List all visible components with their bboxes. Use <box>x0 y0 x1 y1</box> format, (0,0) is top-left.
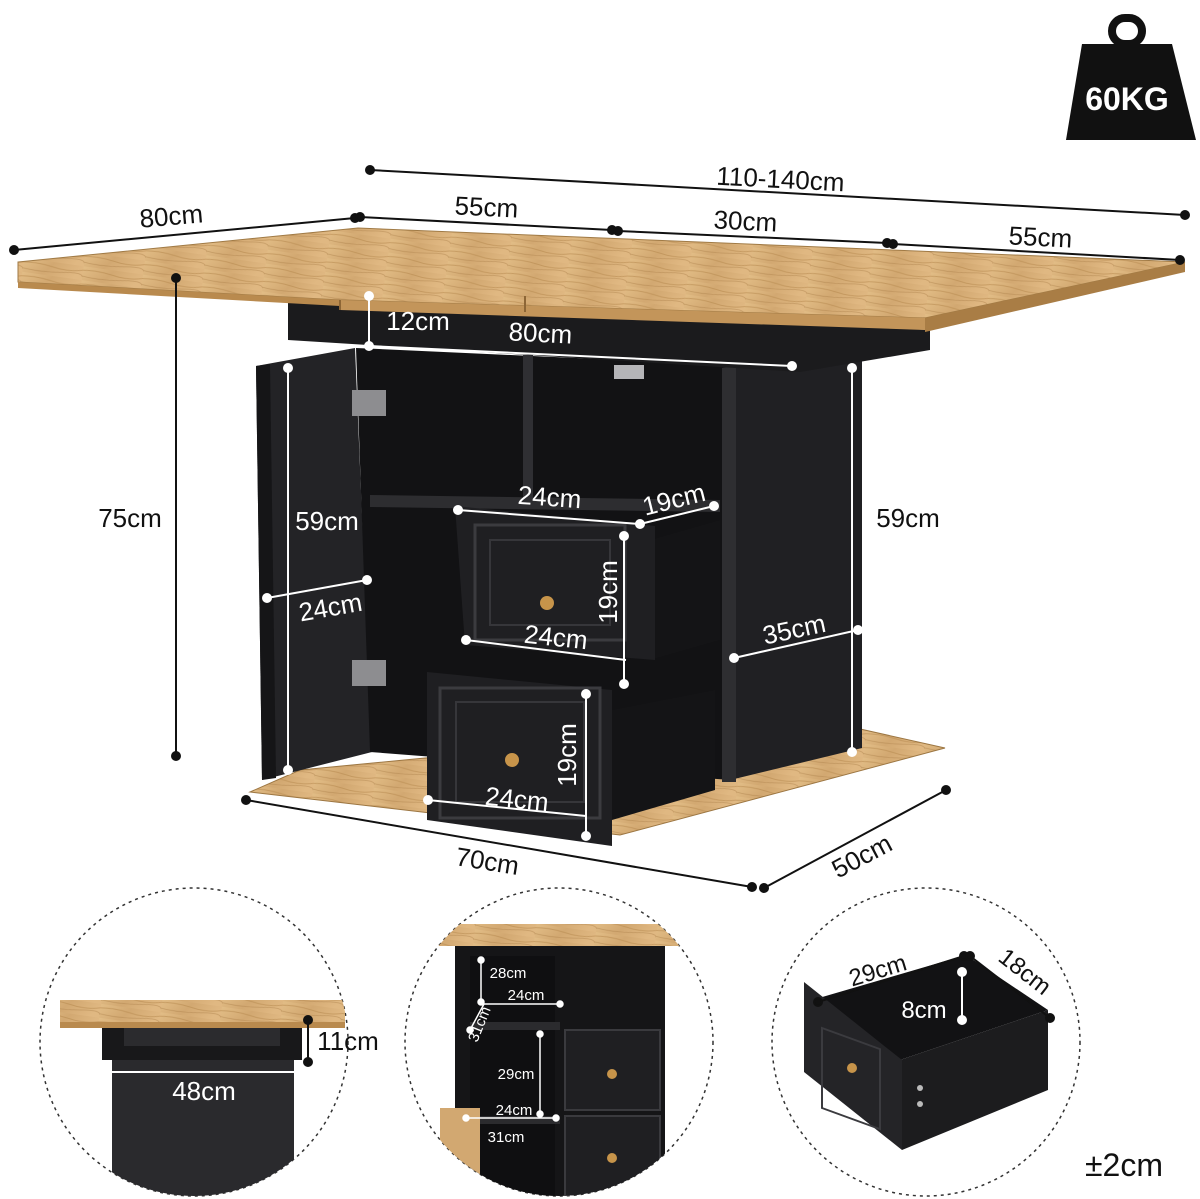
cabinet-door <box>256 348 372 780</box>
dim-total-height: 75cm <box>98 503 162 533</box>
cabinet-side-panel <box>722 350 862 782</box>
weight-badge: 60KG <box>1066 14 1196 140</box>
drawer-knob-icon <box>540 596 554 610</box>
weight-icon <box>1066 14 1196 140</box>
dim-base-length: 70cm <box>454 841 521 881</box>
dim-shelf-width: 24cm <box>517 480 583 514</box>
detail-left-width: 48cm <box>172 1076 236 1106</box>
dim-cabinet-height-right: 59cm <box>876 503 940 533</box>
dimension-lines <box>9 165 1190 893</box>
table-apron <box>288 300 930 372</box>
inner-dimension-lines <box>262 291 863 841</box>
detail-middle-d6: 31cm <box>488 1129 525 1146</box>
dim-right-segment: 55cm <box>1008 220 1073 253</box>
dim-apron-height: 12cm <box>386 306 450 336</box>
main-product-illustration <box>17 227 1186 846</box>
detail-middle-d5: 24cm <box>496 1102 533 1119</box>
weight-label: 60KG <box>1085 81 1169 117</box>
dim-left-leaf-depth: 80cm <box>138 198 204 233</box>
upper-drawer <box>455 506 720 660</box>
hinge-icon <box>352 660 386 686</box>
dim-left-segment: 55cm <box>454 190 519 223</box>
detail-middle-d2: 24cm <box>508 987 545 1004</box>
drawer-knob-icon <box>847 1063 857 1073</box>
detail-right-drawer: 29cm 18cm 8cm <box>771 887 1081 1197</box>
dim-drawer-bottom-height: 19cm <box>552 723 582 787</box>
detail-middle-interior: 28cm 24cm 31cm 29cm 24cm 31cm <box>404 887 714 1197</box>
detail-left-apron: 11cm 48cm <box>39 887 379 1197</box>
lower-drawer <box>427 672 715 846</box>
detail-middle-d1: 28cm <box>490 965 527 982</box>
dim-extended-length: 110-140cm <box>716 161 846 198</box>
dim-drawer-top-width: 24cm <box>523 619 589 655</box>
dim-drawer-bottom-width: 24cm <box>484 781 550 817</box>
drawer-knob-icon <box>505 753 519 767</box>
dim-drawer-top-height: 19cm <box>593 560 623 624</box>
detail-right-height: 8cm <box>901 997 946 1024</box>
dim-apron-length: 80cm <box>508 316 573 349</box>
tolerance-note: ±2cm <box>1085 1147 1163 1183</box>
detail-middle-d4: 29cm <box>498 1066 535 1083</box>
detail-left-height: 11cm <box>317 1026 379 1056</box>
dim-cabinet-height-left: 59cm <box>295 506 359 536</box>
dim-middle-segment: 30cm <box>713 204 778 237</box>
hinge-icon <box>352 390 386 416</box>
